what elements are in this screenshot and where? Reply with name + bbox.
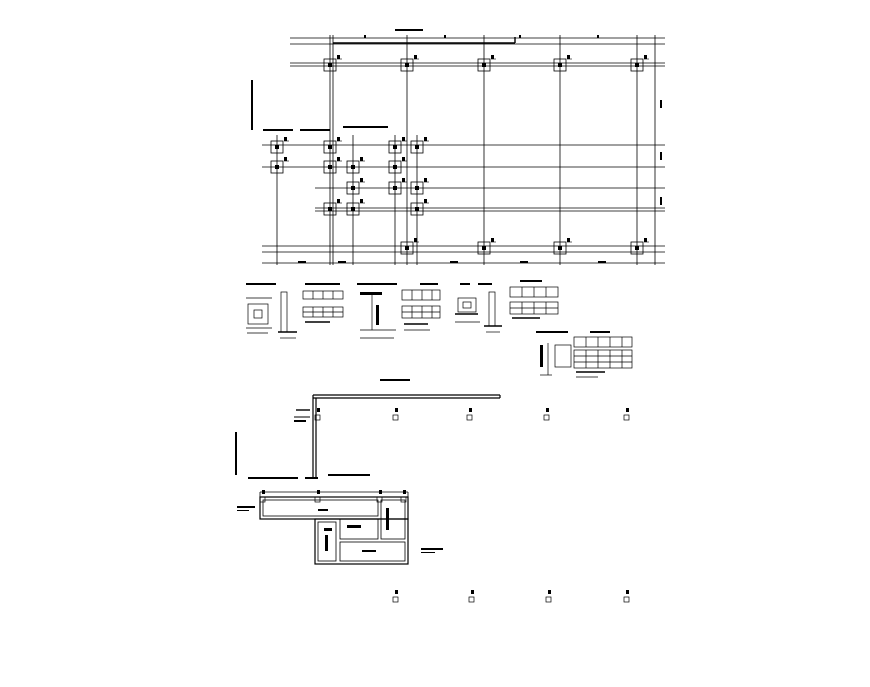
column-footing-symbol (623, 590, 630, 603)
column-footing-symbol (400, 238, 419, 255)
column-footing-symbol (388, 137, 407, 154)
column-footing-symbol (346, 157, 365, 174)
beam-outline (339, 518, 379, 540)
detail-block-3 (357, 283, 441, 339)
beam-outline (380, 499, 406, 540)
column-footing-symbol (630, 238, 649, 255)
column-footing-symbol (346, 178, 365, 195)
column-footing-symbol (630, 55, 649, 72)
column-footing-symbol (388, 178, 407, 195)
column-footing-symbol (323, 157, 342, 174)
beam-outline (317, 521, 337, 562)
column-footing-symbol (388, 157, 407, 174)
column-footing-symbol (270, 137, 289, 154)
column-footing-symbol (553, 238, 572, 255)
foundation-plan-top (251, 29, 665, 265)
column-footing-symbol (346, 199, 365, 216)
detail-block-6 (536, 331, 633, 378)
plan-title-bar (395, 29, 423, 31)
column-footing-symbol (477, 55, 496, 72)
column-footing-symbol (270, 157, 289, 174)
column-footing-symbol (392, 590, 399, 603)
detail-block-1 (246, 283, 297, 339)
column-footing-symbol (410, 137, 429, 154)
foundation-plan-bottom (235, 379, 501, 565)
footing-group-top (270, 55, 649, 255)
column-footing-symbol (259, 490, 266, 503)
beam-outline (262, 499, 379, 517)
column-footing-symbol (314, 490, 321, 503)
column-footing-symbol (623, 408, 630, 421)
beam-outline (339, 541, 406, 562)
column-footing-symbol (400, 490, 407, 503)
column-footing-symbol (545, 590, 552, 603)
detail-block-5 (509, 280, 559, 319)
column-footing-symbol (553, 55, 572, 72)
column-footing-symbol (543, 408, 550, 421)
column-footing-symbol (477, 238, 496, 255)
detail-strip (246, 280, 633, 378)
column-footing-symbol (410, 178, 429, 195)
marker-group-bottom (259, 408, 630, 603)
column-footing-symbol (466, 408, 473, 421)
column-footing-symbol (410, 199, 429, 216)
column-footing-symbol (323, 199, 342, 216)
column-footing-symbol (323, 55, 342, 72)
column-footing-symbol (376, 490, 383, 503)
column-footing-symbol (314, 408, 321, 421)
column-footing-symbol (468, 590, 475, 603)
detail-block-2 (302, 283, 344, 323)
column-footing-symbol (400, 55, 419, 72)
column-footing-symbol (323, 137, 342, 154)
plan-title-bar (380, 379, 410, 381)
column-footing-symbol (392, 408, 399, 421)
beam-outline (314, 518, 409, 565)
detail-block-4 (420, 283, 502, 333)
